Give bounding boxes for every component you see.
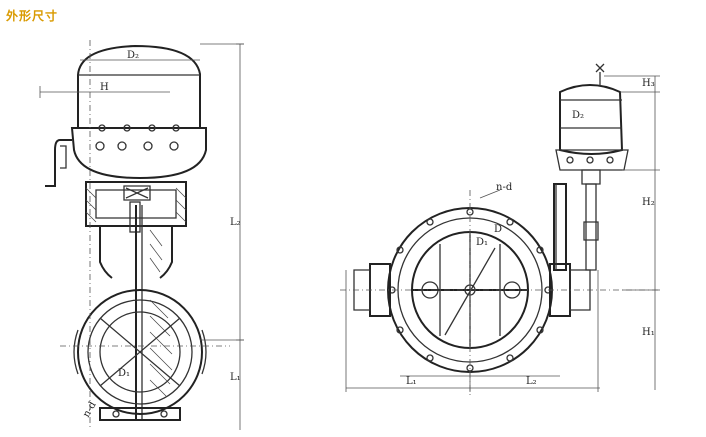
right-lug bbox=[549, 263, 571, 317]
side-actuator bbox=[559, 84, 624, 155]
label-d2: D₂ bbox=[127, 50, 139, 61]
front-view: D₂ H L₂ L₁ n-d D₁ bbox=[39, 40, 244, 430]
label-h2: H₂ bbox=[642, 197, 655, 208]
label-h: H bbox=[100, 82, 109, 93]
label-side-d: D bbox=[494, 224, 502, 235]
hand-lever bbox=[45, 139, 72, 187]
label-l1: L₁ bbox=[230, 372, 241, 383]
label-l2: L₂ bbox=[230, 217, 241, 228]
label-h3: H₃ bbox=[642, 78, 655, 89]
disc-cross bbox=[99, 317, 181, 387]
support-column bbox=[553, 183, 567, 271]
page-title: 外形尺寸 bbox=[6, 9, 59, 23]
bracket bbox=[85, 181, 187, 227]
label-side-nd: n-d bbox=[496, 182, 513, 193]
label-side-d2: D₂ bbox=[572, 110, 584, 121]
valve-body bbox=[77, 289, 203, 415]
side-dimensions bbox=[345, 75, 660, 392]
front-dimensions bbox=[39, 43, 244, 430]
label-side-l1: L₁ bbox=[406, 376, 417, 387]
side-view: H₃ D₂ n-d H₂ H₁ D₁ D L₁ L₂ bbox=[340, 63, 660, 395]
actuator-body bbox=[70, 127, 207, 180]
neck bbox=[99, 226, 173, 279]
label-side-l2: L₂ bbox=[526, 376, 537, 387]
label-side-d1: D₁ bbox=[476, 237, 488, 248]
actuator-bolts bbox=[95, 124, 180, 151]
label-d1: D₁ bbox=[118, 368, 130, 379]
flange-bolts bbox=[388, 208, 552, 372]
label-h1: H₁ bbox=[642, 327, 655, 338]
actuator-cap bbox=[77, 44, 201, 129]
label-nd: n-d bbox=[81, 399, 99, 419]
